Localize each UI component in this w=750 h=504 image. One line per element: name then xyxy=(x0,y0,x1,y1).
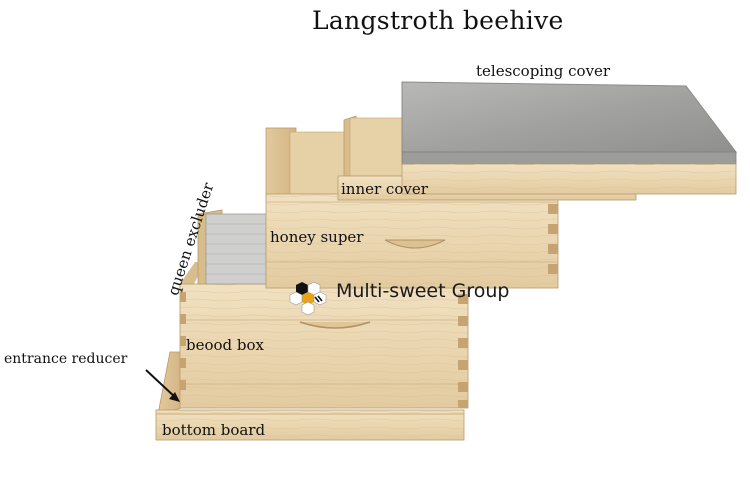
queen-excluder xyxy=(197,209,267,285)
entrance-reducer-arrow xyxy=(145,369,180,402)
label-telescoping-cover: telescoping cover xyxy=(476,62,611,80)
label-honey-super: honey super xyxy=(270,228,364,246)
label-entrance-reducer: entrance reducer xyxy=(4,351,128,367)
bottom-board xyxy=(155,351,465,441)
telescoping-cover xyxy=(401,81,738,195)
diagram-title: Langstroth beehive xyxy=(312,6,564,35)
label-brood-box: beood box xyxy=(186,336,265,354)
honey-super xyxy=(265,127,559,289)
brand-logo-icon xyxy=(289,281,327,316)
label-inner-cover: inner cover xyxy=(341,180,428,198)
label-bottom-board: bottom board xyxy=(162,421,266,439)
brood-box xyxy=(179,262,469,409)
brand-name: Multi-sweet Group xyxy=(336,280,510,302)
